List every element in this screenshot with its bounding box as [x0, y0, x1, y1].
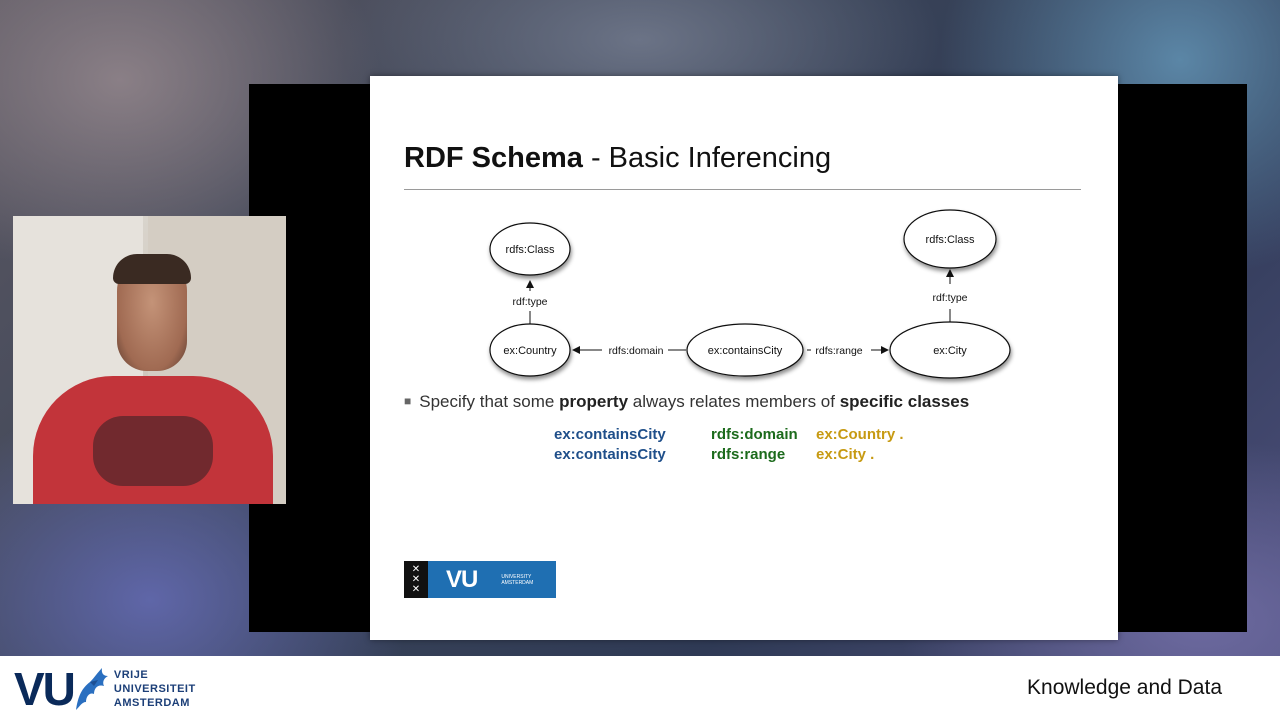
slide-title: RDF Schema - Basic Inferencing — [404, 142, 831, 175]
bullet-bold-1: property — [559, 392, 629, 411]
slide-vu-logo: ✕✕✕ VU UNIVERSITY AMSTERDAM — [404, 561, 556, 598]
footer-bar: VU VRIJE UNIVERSITEIT AMSTERDAM Knowledg… — [0, 656, 1280, 720]
edge-label-type-right: rdf:type — [932, 292, 967, 304]
university-name-line: AMSTERDAM — [113, 697, 190, 709]
triple-predicate: rdfs:domain — [711, 426, 798, 443]
edge-label-domain: rdfs:domain — [609, 345, 664, 357]
triple-subject: ex:containsCity — [554, 446, 666, 463]
university-name-line: UNIVERSITEIT — [113, 683, 196, 695]
node-class-right: rdfs:Class — [903, 209, 997, 269]
course-title: Knowledge and Data — [1027, 676, 1222, 699]
slide-logo-text: VU — [446, 565, 478, 593]
slide-title-bold: RDF Schema — [404, 142, 583, 174]
slide-title-rest: - Basic Inferencing — [582, 142, 832, 174]
edge-label-range: rdfs:range — [815, 345, 862, 357]
node-class-left: rdfs:Class — [489, 222, 571, 276]
node-country-label: ex:Country — [503, 345, 557, 357]
node-city: ex:City — [889, 321, 1011, 379]
slide-logo-small-line: UNIVERSITY — [501, 573, 532, 580]
slide-logo-small: UNIVERSITY AMSTERDAM — [501, 574, 533, 586]
triple-object: ex:City . — [816, 446, 875, 463]
presenter-webcam — [13, 216, 286, 504]
triple-subject: ex:containsCity — [554, 426, 666, 443]
crest-icon: ✕✕✕ — [404, 561, 428, 598]
vu-logo: VU VRIJE UNIVERSITEIT AMSTERDAM — [14, 663, 196, 715]
bullet-point: ■ Specify that some property always relat… — [404, 392, 969, 412]
title-divider — [404, 189, 1081, 190]
bullet-bold-2: specific classes — [839, 392, 970, 411]
edge-label-type-left: rdf:type — [512, 296, 547, 308]
bullet-text-1: Specify that some — [419, 392, 560, 411]
node-contains-city: ex:containsCity — [686, 323, 804, 377]
university-name: VRIJE UNIVERSITEIT AMSTERDAM — [114, 668, 196, 710]
bullet-text-2: always relates members of — [628, 392, 840, 411]
university-name-line: VRIJE — [113, 669, 149, 681]
triple-object: ex:Country . — [816, 426, 904, 443]
slide-logo-small-line: AMSTERDAM — [501, 579, 534, 586]
slide: RDF Schema - Basic Inferencing rdfs:Clas… — [370, 76, 1118, 640]
rdfs-diagram: rdfs:Class rdfs:Class ex:Country ex:cont… — [489, 209, 1011, 379]
node-contains-city-label: ex:containsCity — [708, 345, 783, 357]
triple-predicate: rdfs:range — [711, 446, 786, 463]
bullet-marker: ■ — [404, 394, 412, 408]
node-city-label: ex:City — [933, 345, 967, 357]
node-class-right-label: rdfs:Class — [926, 234, 975, 246]
vu-logo-text: VU — [14, 663, 76, 715]
node-country: ex:Country — [489, 323, 571, 377]
griffin-icon — [75, 668, 108, 710]
node-class-left-label: rdfs:Class — [506, 244, 555, 256]
